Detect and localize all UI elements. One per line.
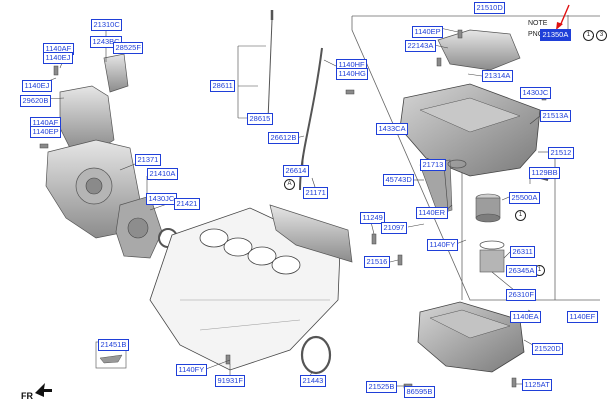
part-label-21451B[interactable]: 21451B	[98, 339, 129, 351]
part-label-1140EJ-b[interactable]: 1140EJ	[22, 80, 52, 92]
part-label-21097[interactable]: 21097	[381, 222, 407, 234]
note-dash: -	[592, 34, 594, 40]
timing-belt-cover-lower	[45, 139, 141, 239]
oil-level-gauge	[267, 10, 323, 191]
baffle-plate	[437, 29, 521, 71]
part-label-1140HG[interactable]: 1140HG	[336, 68, 369, 80]
part-label-26614[interactable]: 26614	[283, 165, 309, 177]
callout-a: A	[284, 179, 295, 190]
part-label-45743D[interactable]: 45743D	[383, 174, 415, 186]
part-label-1125AT[interactable]: 1125AT	[522, 379, 553, 391]
part-label-21513A[interactable]: 21513A	[540, 110, 571, 122]
cylinder-block	[149, 207, 341, 371]
part-label-21314A[interactable]: 21314A	[482, 70, 513, 82]
note-circle-1: 1	[583, 30, 594, 41]
part-label-1129BB[interactable]: 1129BB	[529, 167, 561, 179]
part-label-21371[interactable]: 21371	[135, 154, 161, 166]
part-label-22143A[interactable]: 22143A	[405, 40, 436, 52]
part-label-1433CA[interactable]: 1433CA	[376, 123, 409, 135]
part-label-21350A-highlighted[interactable]: 21350A	[540, 29, 571, 41]
head-gasket	[269, 204, 353, 263]
part-label-26345A[interactable]: 26345A	[506, 265, 537, 277]
part-label-26310F[interactable]: 26310F	[506, 289, 537, 301]
part-label-29620B[interactable]: 29620B	[20, 95, 51, 107]
note-title: NOTE	[528, 20, 548, 27]
part-label-1140FY-b[interactable]: 1140FY	[176, 364, 207, 376]
part-label-1140EP-b[interactable]: 1140EP	[412, 26, 444, 38]
part-label-1140ER[interactable]: 1140ER	[416, 207, 448, 219]
timing-belt-cover-upper	[59, 53, 129, 151]
part-label-21510D[interactable]: 21510D	[474, 2, 506, 14]
part-label-1430JC-b[interactable]: 1430JC	[520, 87, 551, 99]
part-label-21512[interactable]: 21512	[548, 147, 574, 159]
part-label-1140EF[interactable]: 1140EF	[567, 311, 598, 323]
part-label-28615[interactable]: 28615	[247, 113, 273, 125]
lower-oil-pan	[417, 301, 525, 373]
part-label-25500A[interactable]: 25500A	[509, 192, 540, 204]
part-label-21421[interactable]: 21421	[174, 198, 200, 210]
front-label: FR	[21, 391, 33, 401]
part-label-21525B[interactable]: 21525B	[366, 381, 397, 393]
part-label-1140FY-a[interactable]: 1140FY	[427, 239, 458, 251]
part-label-21520D[interactable]: 21520D	[532, 343, 564, 355]
highlight-arrow	[556, 4, 570, 30]
front-case	[115, 195, 178, 259]
part-label-28611[interactable]: 28611	[210, 80, 236, 92]
part-label-1140EJ-a[interactable]: 1140EJ	[43, 52, 73, 64]
callout-1: 1	[515, 210, 526, 221]
part-label-26612B[interactable]: 26612B	[268, 132, 299, 144]
part-label-21516[interactable]: 21516	[364, 256, 390, 268]
cover-plate-part	[95, 341, 127, 369]
part-label-91931F[interactable]: 91931F	[215, 375, 246, 387]
note-circle-3: 3	[596, 30, 607, 41]
part-label-1140EP-a[interactable]: 1140EP	[30, 126, 62, 138]
part-label-1140EA[interactable]: 1140EA	[510, 311, 542, 323]
front-direction-arrow	[35, 383, 52, 397]
note-pnc: PNC	[528, 31, 543, 38]
part-label-86595B[interactable]: 86595B	[404, 386, 435, 398]
part-label-21410A[interactable]: 21410A	[147, 168, 178, 180]
part-label-21310C[interactable]: 21310C	[91, 19, 123, 31]
part-label-1430JC-a[interactable]: 1430JC	[146, 193, 177, 205]
part-label-11249[interactable]: 11249	[360, 212, 386, 224]
part-label-28525F[interactable]: 28525F	[113, 42, 144, 54]
part-label-21713[interactable]: 21713	[420, 159, 446, 171]
part-label-21443[interactable]: 21443	[300, 375, 326, 387]
part-label-21171[interactable]: 21171	[303, 187, 329, 199]
upper-oil-pan	[399, 83, 541, 177]
rear-oil-seal	[300, 335, 332, 375]
part-label-26311[interactable]: 26311	[510, 246, 536, 258]
